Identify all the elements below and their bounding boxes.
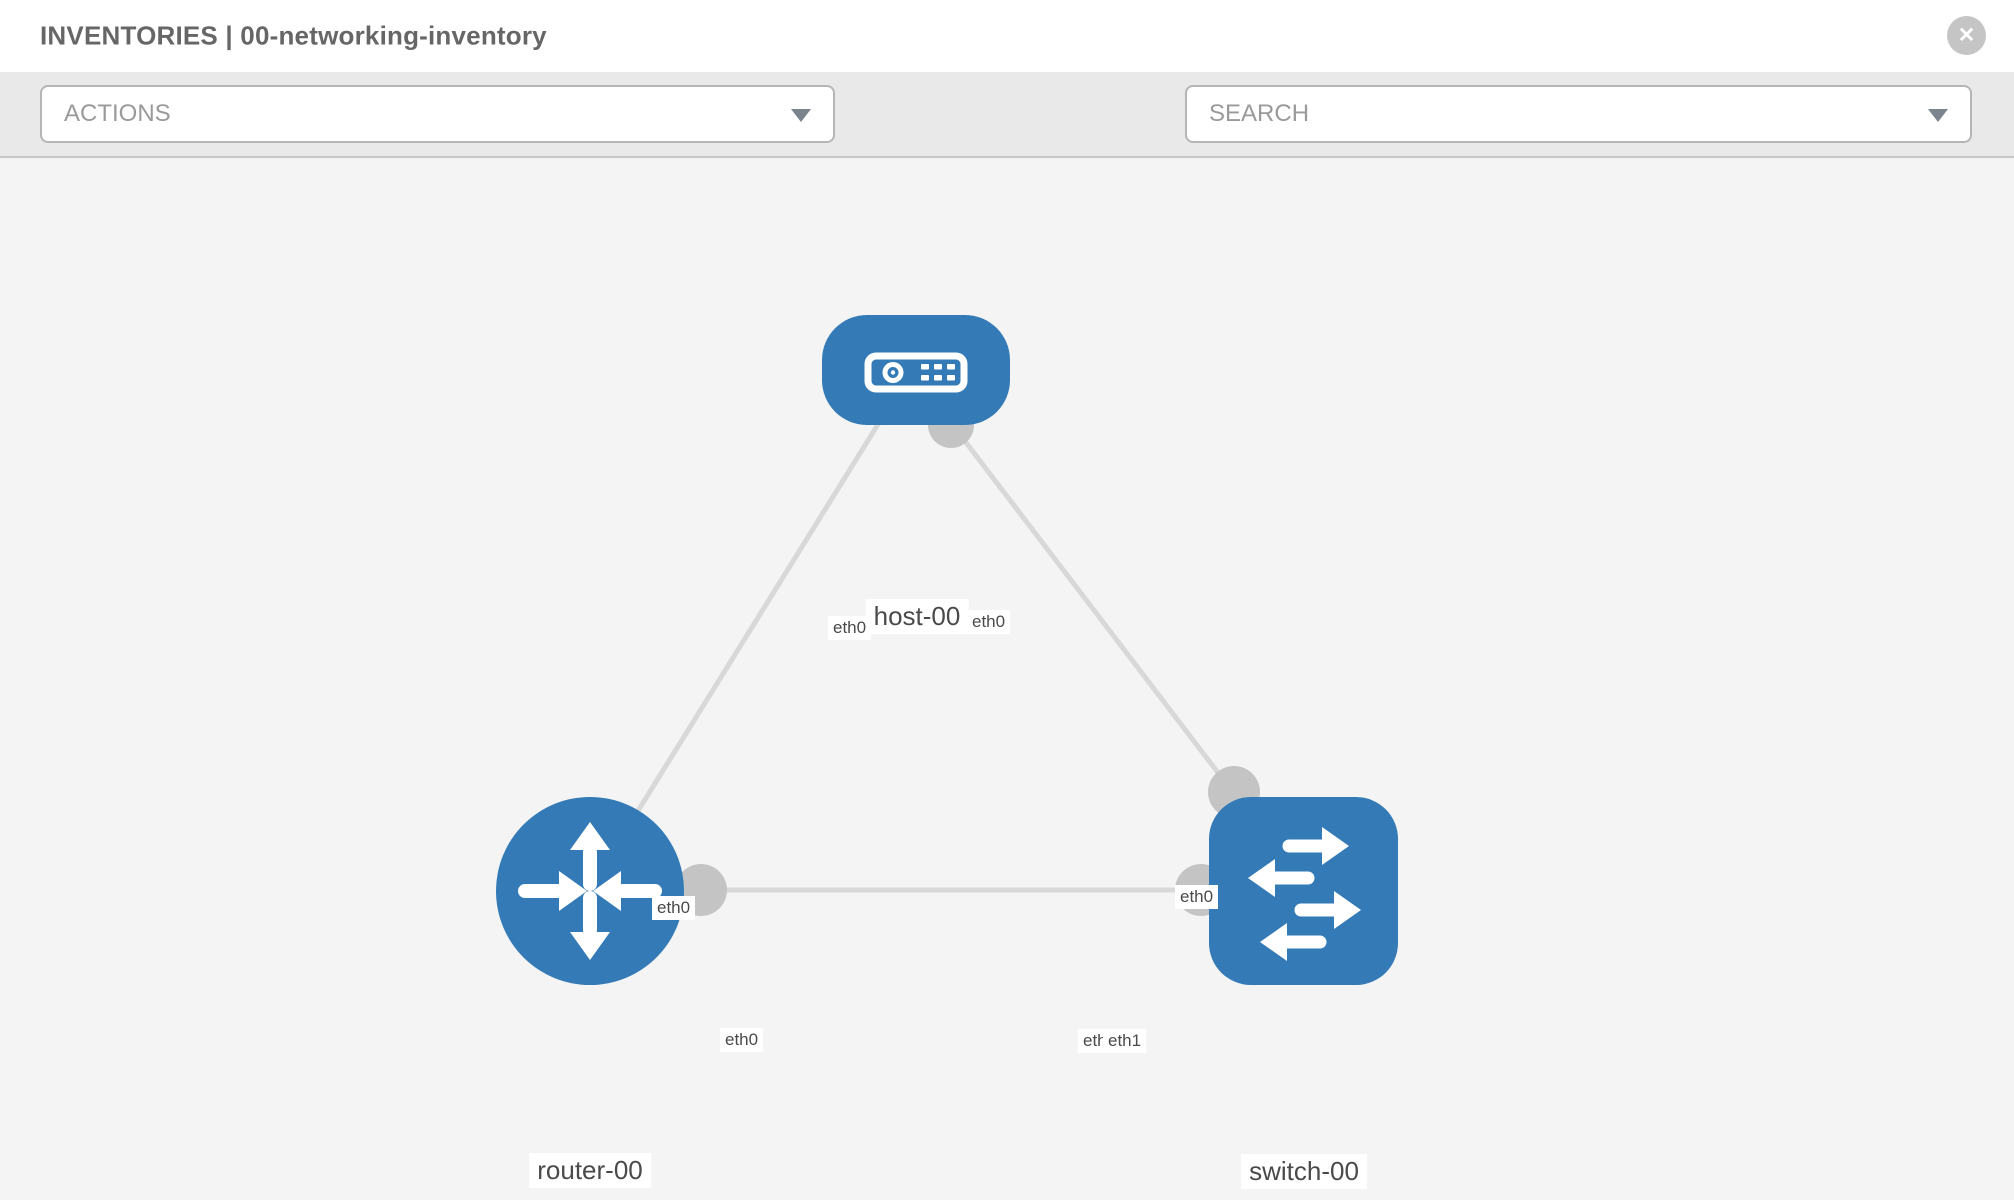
search-dropdown[interactable]: SEARCH	[1185, 85, 1972, 143]
caret-down-icon	[1928, 109, 1948, 122]
topology-graph	[496, 315, 1398, 985]
switch-icon	[1248, 827, 1361, 961]
interface-label: eth0	[828, 616, 872, 640]
caret-down-icon	[791, 109, 811, 122]
topology-canvas[interactable]: eth0 eth0 eth0 eth0 eth0 eth0 eth1 host-…	[0, 158, 2014, 1200]
link-host-router[interactable]	[633, 403, 893, 816]
actions-dropdown[interactable]: ACTIONS	[40, 85, 835, 143]
interface-label: eth1	[1103, 1029, 1147, 1053]
node-label-router: router-00	[529, 1153, 651, 1188]
node-label-switch: switch-00	[1241, 1154, 1367, 1189]
header: INVENTORIES | 00-networking-inventory ✕	[0, 0, 2014, 72]
interface-label: eth0	[652, 896, 696, 920]
node-router-00[interactable]	[496, 797, 684, 985]
search-dropdown-label: SEARCH	[1209, 100, 1310, 127]
node-host-00[interactable]	[822, 315, 1010, 425]
toolbar: ACTIONS SEARCH	[0, 72, 2014, 205]
node-label-host: host-00	[865, 599, 969, 634]
page-title: INVENTORIES | 00-networking-inventory	[40, 20, 547, 51]
link-host-switch[interactable]	[943, 413, 1237, 797]
router-icon	[518, 822, 662, 960]
close-icon[interactable]: ✕	[1947, 16, 1986, 55]
node-switch-00[interactable]	[1209, 797, 1398, 985]
actions-dropdown-label: ACTIONS	[64, 100, 171, 127]
interface-label: eth0	[1175, 885, 1219, 909]
close-glyph: ✕	[1957, 24, 1976, 47]
interface-label: eth0	[967, 610, 1011, 634]
host-icon	[864, 352, 968, 393]
interface-label: eth0	[720, 1028, 764, 1052]
